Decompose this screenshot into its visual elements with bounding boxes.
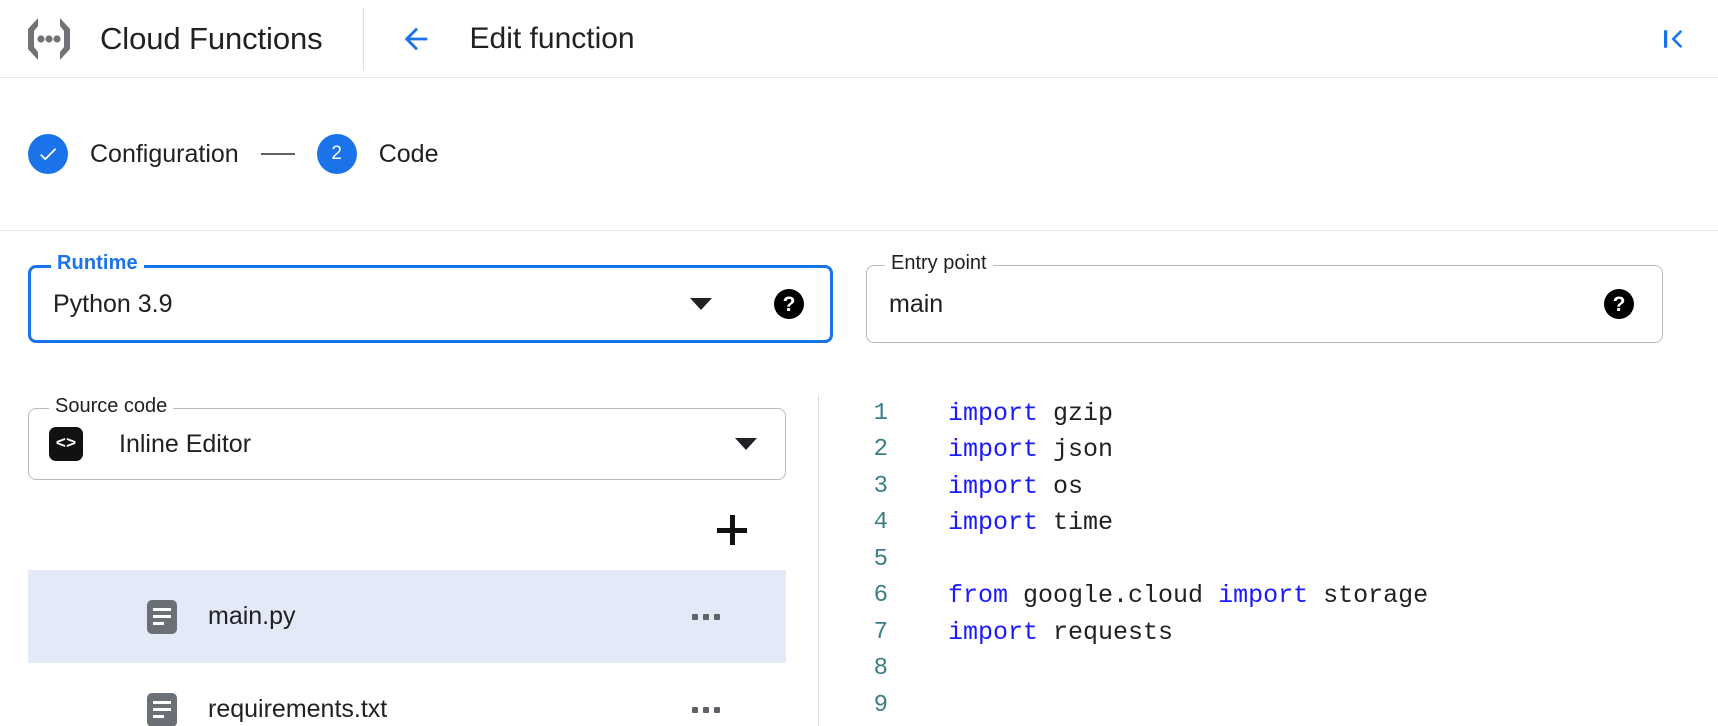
step-configuration-label: Configuration [90,139,239,168]
code-line: 7 import requests [836,614,1716,651]
line-number: 7 [873,618,888,646]
arrow-left-icon [404,27,427,50]
runtime-label: Runtime [51,252,144,275]
entry-point-help-icon[interactable]: ? [1604,289,1634,319]
source-code-select[interactable]: Source code <> Inline Editor [28,395,786,480]
code-identifier: json [1038,435,1114,465]
line-number: 8 [873,655,888,683]
code-line: 1 import gzip [836,395,1716,432]
more-horizontal-icon[interactable] [682,697,730,723]
code-identifier: storage [1308,581,1429,611]
code-keyword: import [948,398,1039,428]
back-button[interactable] [392,15,440,63]
step-configuration-indicator [28,134,68,174]
line-number: 2 [873,436,888,464]
more-horizontal-icon[interactable] [682,604,730,630]
line-number: 5 [873,545,888,573]
list-item[interactable]: main.py [28,570,786,663]
code-text: import time [948,508,1113,537]
code-keyword: import [948,617,1039,647]
runtime-help-icon[interactable]: ? [774,289,804,319]
line-number: 3 [873,472,888,500]
code-identifier: requests [1038,617,1174,647]
file-name: requirements.txt [208,695,388,723]
code-editor[interactable]: 1 import gzip 2 import json 3 import os 4 impor… [836,395,1716,726]
chevron-down-icon [690,298,712,310]
code-text: import json [948,435,1113,464]
check-icon [40,148,57,161]
code-line: 6 from google.cloud import storage [836,578,1716,615]
add-file-button[interactable] [710,508,754,552]
runtime-select[interactable]: Runtime Python 3.9 ? [28,252,833,343]
collapse-panel-button[interactable] [1652,17,1696,61]
code-text: import gzip [948,399,1113,428]
list-item[interactable]: requirements.txt [28,663,786,726]
wizard-stepper: Configuration 2 Code [0,78,1718,231]
brand-title: Cloud Functions [100,20,323,56]
source-code-value: Inline Editor [119,429,252,458]
code-text: from google.cloud import storage [948,581,1428,610]
code-identifier: time [1038,508,1114,538]
code-keyword: from [948,581,1009,611]
code-keyword: import [948,435,1039,465]
code-line: 3 import os [836,468,1716,505]
step-connector [260,153,295,155]
code-brackets-icon: <> [49,427,83,461]
step-code[interactable]: 2 Code [316,134,439,174]
runtime-value: Python 3.9 [53,289,173,318]
line-number: 9 [873,691,888,719]
code-keyword: import [948,508,1039,538]
brand: Cloud Functions [0,14,323,64]
file-document-icon [147,599,177,634]
step-code-indicator: 2 [316,134,357,174]
file-name: main.py [208,602,296,630]
cloud-functions-logo-icon [22,14,76,64]
topbar-divider [362,7,364,70]
chevron-down-icon [735,438,757,450]
line-number: 4 [873,509,888,537]
file-document-icon [147,692,177,726]
source-code-label: Source code [49,395,174,418]
collapse-panel-left-icon [1664,29,1683,48]
file-list: main.py requirements.txt [28,570,786,726]
plus-icon-vertical [729,515,735,545]
entry-point-label: Entry point [885,252,993,275]
line-number: 1 [873,399,888,427]
step-configuration[interactable]: Configuration [28,134,239,174]
code-line: 5 [836,541,1716,578]
code-line: 9 [836,687,1716,724]
code-keyword: import [948,471,1039,501]
code-identifier: os [1038,471,1084,501]
code-identifier: google.cloud [1008,581,1219,611]
top-app-bar: Cloud Functions Edit function [0,0,1718,78]
page-title: Edit function [469,21,635,55]
code-text: import requests [948,618,1173,647]
entry-point-value: main [889,289,944,318]
code-line: 8 [836,651,1716,688]
entry-point-input[interactable]: Entry point main ? [866,252,1663,343]
step-code-label: Code [378,139,439,168]
editor-divider [818,395,819,726]
code-keyword: import [1218,581,1309,611]
code-text: import os [948,472,1083,501]
code-line: 4 import time [836,505,1716,542]
code-identifier: gzip [1038,398,1114,428]
code-line: 2 import json [836,432,1716,469]
line-number: 6 [873,582,888,610]
